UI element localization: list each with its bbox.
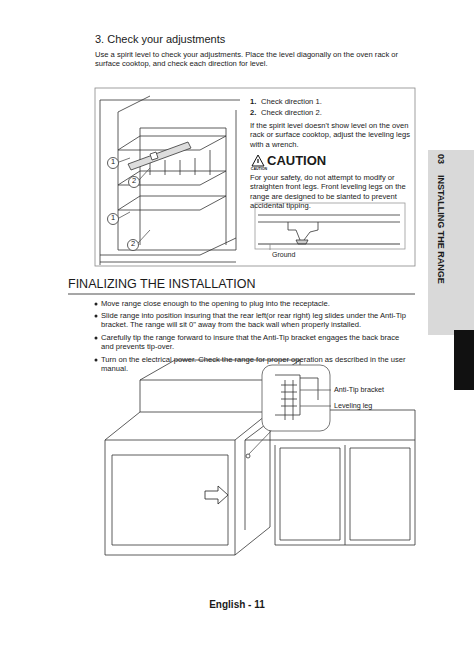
body-text: If the spirit level doesn't show level o… <box>250 121 412 149</box>
body-text: Use a spirit level to check your adjustm… <box>95 50 417 69</box>
section-heading: 3. Check your adjustments <box>95 33 415 47</box>
part-label: Leveling leg <box>334 401 414 410</box>
caution-heading: CAUTION <box>267 153 337 169</box>
callout-number: 2 <box>128 239 138 248</box>
bullet-text: Turn on the electrical power. Check the … <box>101 355 413 374</box>
bullet-text: Slide range into position insuring that … <box>101 311 413 330</box>
range-installation-drawing <box>105 360 415 555</box>
section-tab <box>428 150 474 335</box>
step-text: Check direction 1. <box>261 97 411 106</box>
step-text: Check direction 2. <box>261 108 411 117</box>
bullet-text: Carefully tip the range forward to insur… <box>101 333 413 352</box>
section-number: 03 <box>435 154 446 174</box>
part-label: Anti-Tip bracket <box>334 385 414 394</box>
section-title: INSTALLING THE RANGE <box>435 175 446 325</box>
callout-number: 1 <box>108 157 118 166</box>
bullet-text: Move range close enough to the opening t… <box>101 299 413 308</box>
figure-frame <box>95 88 415 266</box>
bullets <box>95 303 98 362</box>
ground-label: Ground <box>272 251 312 260</box>
callout-number: 1 <box>108 213 118 222</box>
caution-icon-label: CAUTION <box>247 167 271 171</box>
section-heading: FINALIZING THE INSTALLATION <box>68 277 413 293</box>
heading-rule <box>68 294 415 295</box>
oven-drawing <box>100 96 240 265</box>
warning-icon <box>252 155 264 166</box>
callout-number: 2 <box>129 176 139 185</box>
page-number: English - 11 <box>187 599 287 612</box>
caution-text: For your safety, do not attempt to modif… <box>250 173 410 211</box>
tab-marker <box>454 330 474 390</box>
